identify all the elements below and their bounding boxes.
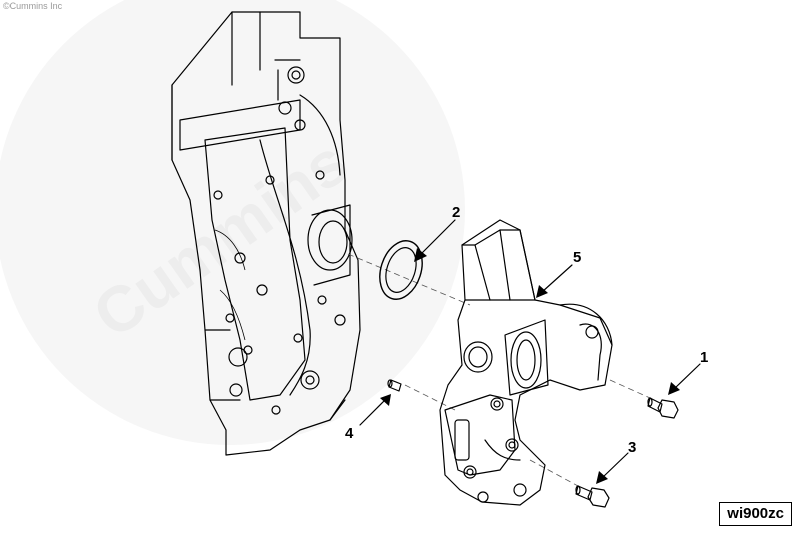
capscrew-part-1 — [647, 397, 679, 419]
water-inlet-housing — [439, 219, 613, 506]
callout-1: 1 — [700, 349, 708, 366]
cummins-watermark: Cummins — [0, 0, 465, 445]
callout-4: 4 — [345, 425, 354, 442]
o-ring-seal — [379, 240, 423, 300]
capscrew-part-3 — [575, 485, 610, 508]
assembly-lines — [347, 253, 651, 487]
callout-2: 2 — [452, 204, 460, 221]
figure-id-label: wi900zc — [719, 502, 792, 526]
callout-5: 5 — [573, 249, 581, 266]
callout-labels: 2 5 1 3 4 — [345, 204, 708, 456]
callout-leaders — [359, 219, 701, 484]
callout-3: 3 — [628, 439, 636, 456]
engine-block — [171, 11, 361, 456]
copyright-notice: ©Cummins Inc — [3, 1, 63, 11]
dowel-pin-part-4 — [387, 379, 402, 392]
